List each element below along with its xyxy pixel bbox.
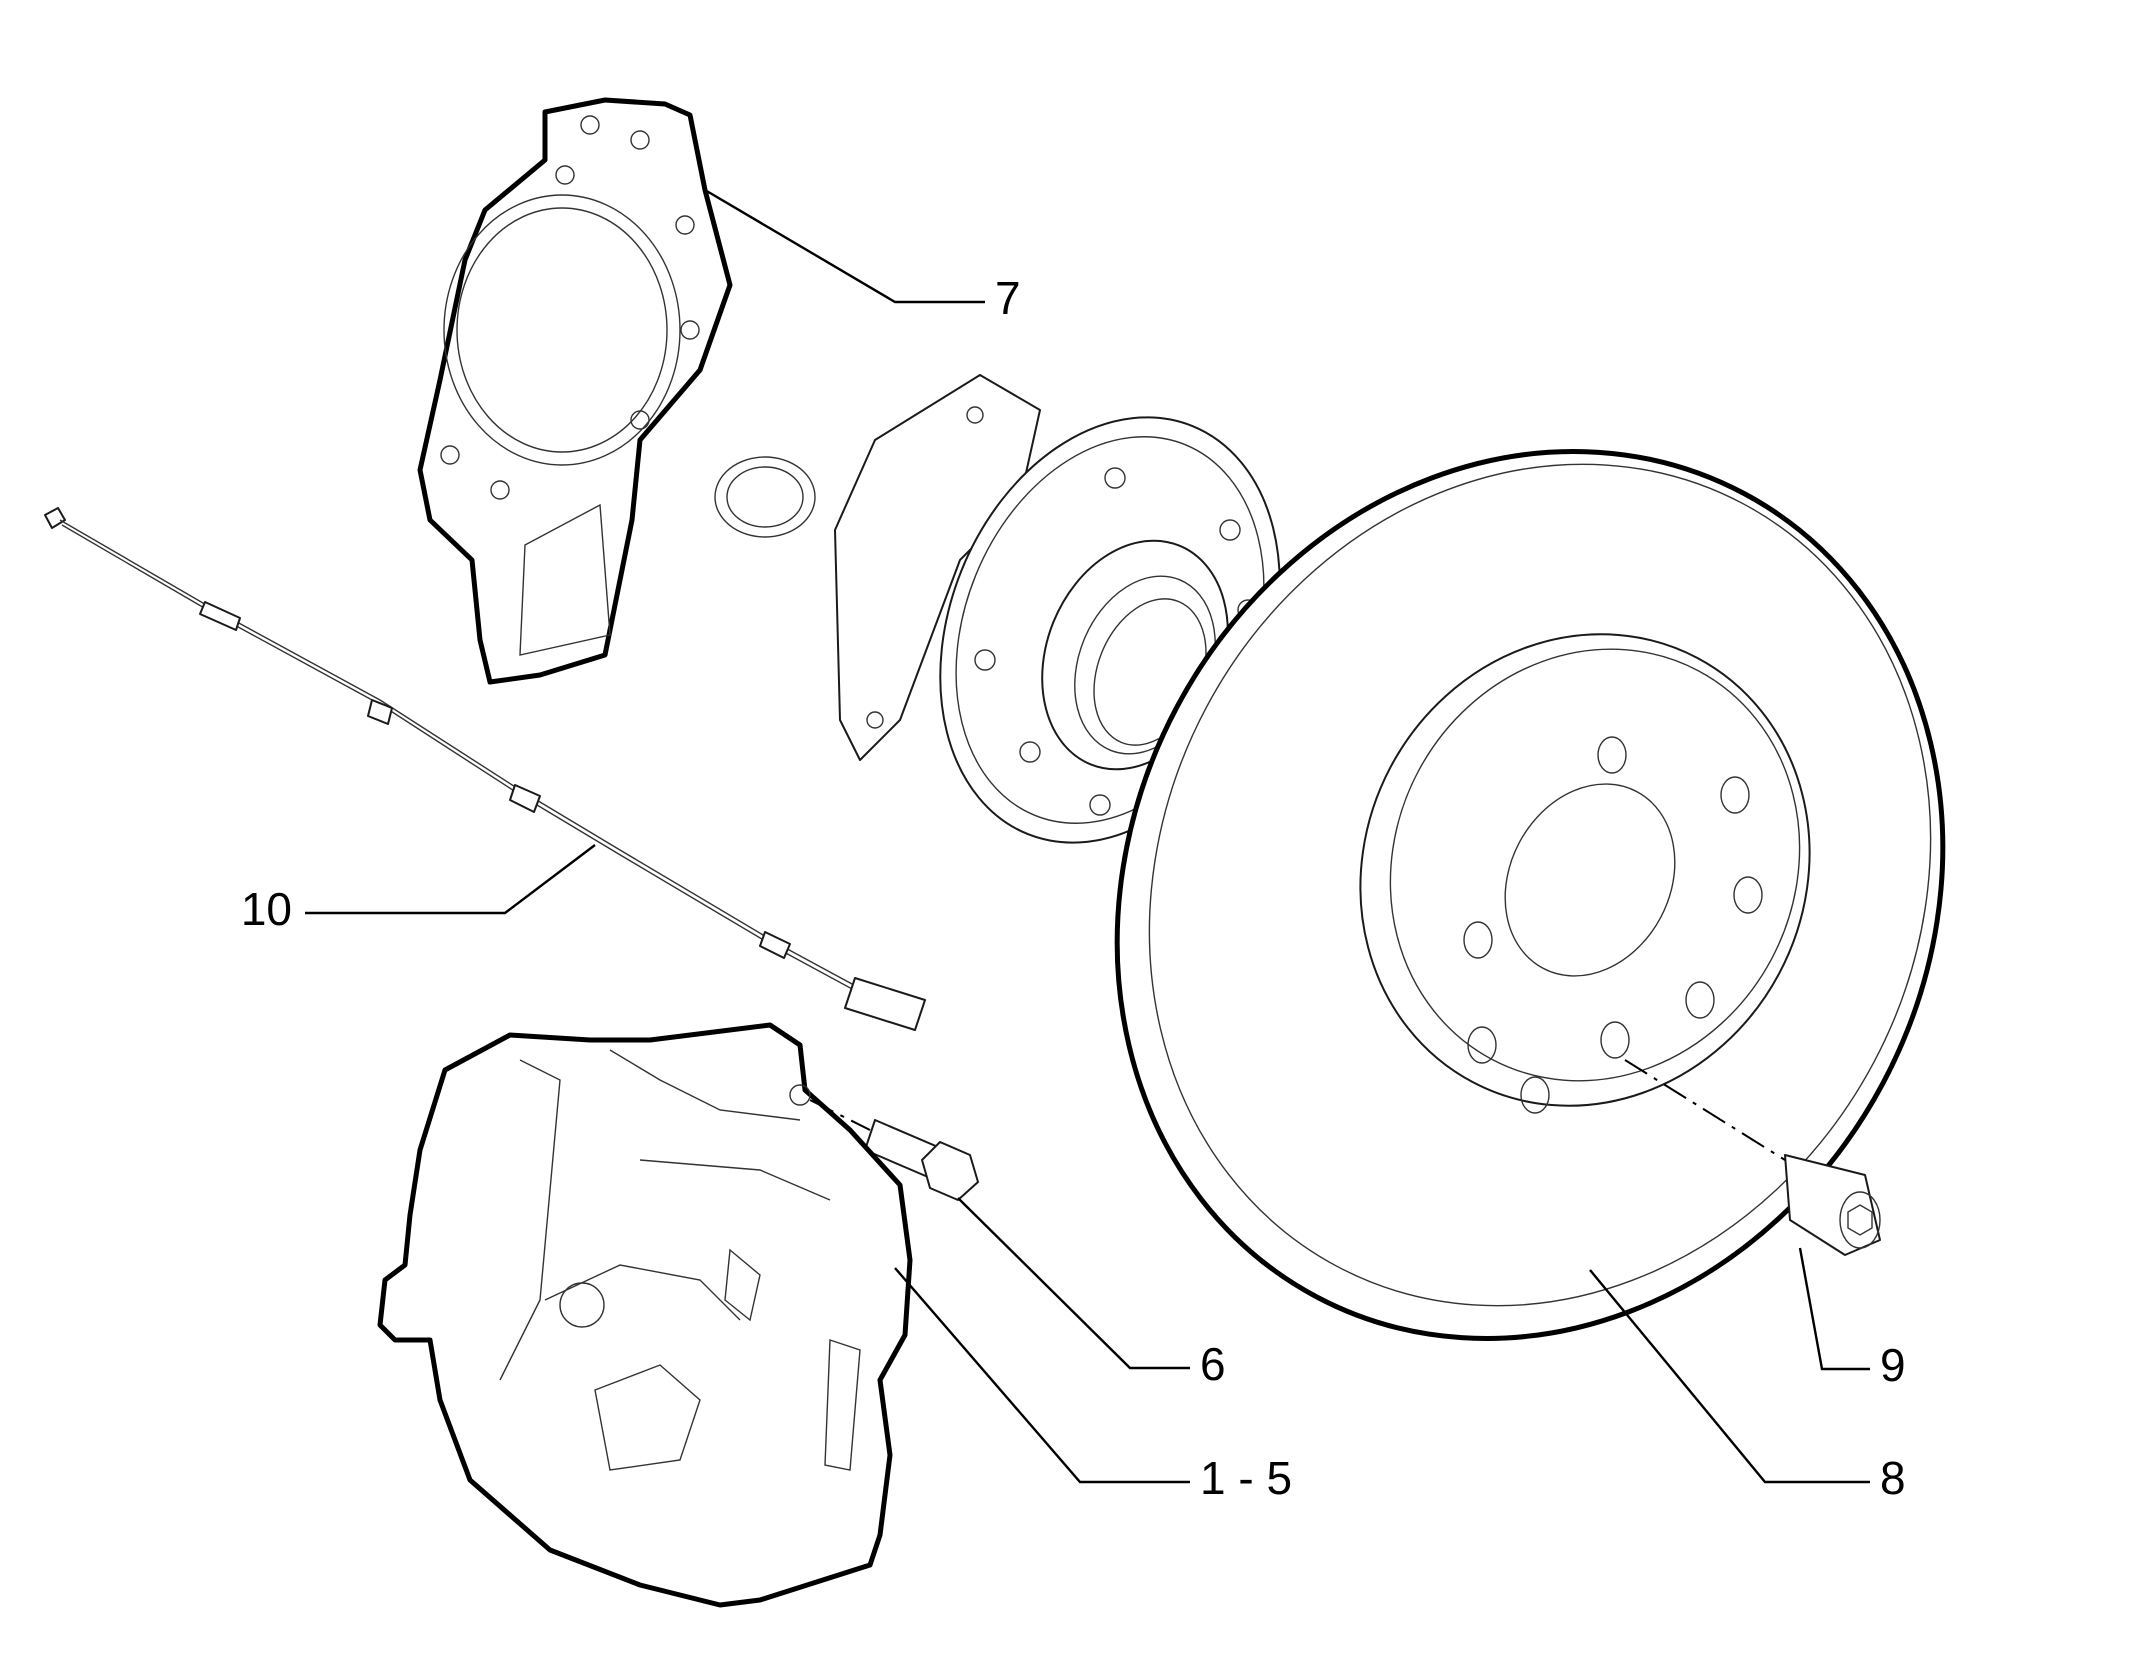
brake-disc [1114,449,1946,1341]
leader-10 [305,844,596,915]
leader-7 [704,188,985,304]
brake-caliper [377,1022,913,1608]
callout-1-5: 1 - 5 [1200,1452,1292,1504]
callout-labels: 7 10 6 1 - 5 9 8 [241,272,1906,1504]
dust-shield [417,97,733,685]
callout-9: 9 [1880,1339,1906,1391]
leader-9 [1798,1247,1870,1371]
spacer-bush [1784,1154,1881,1256]
wear-sensor-cable [44,507,926,1031]
callout-6: 6 [1200,1338,1226,1390]
leader-1-5 [894,1267,1190,1484]
bush-axis-dashed [1624,1059,1786,1161]
leader-lines [305,188,1870,1484]
callout-8: 8 [1880,1452,1906,1504]
leader-6 [957,1197,1190,1370]
callout-7: 7 [995,272,1021,324]
guide-bolt [864,1119,979,1201]
leader-8 [1589,1269,1870,1484]
callout-10: 10 [241,883,292,935]
bolt-axis-dashed [809,1099,871,1131]
